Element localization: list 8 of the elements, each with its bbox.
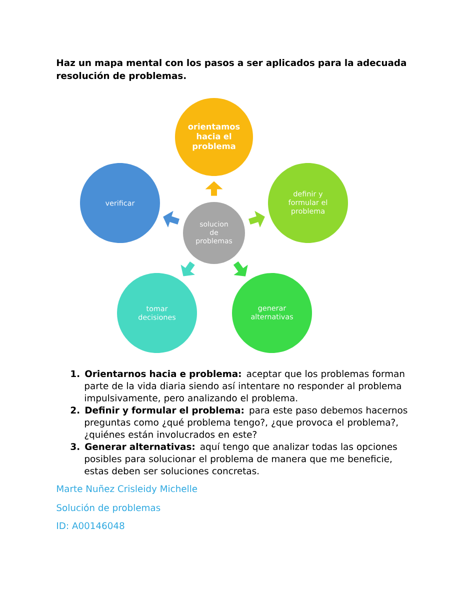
subject-line: Solución de problemas — [56, 504, 160, 513]
id-line: ID: A00146048 — [57, 522, 124, 530]
list-item: 2. Definir y formular el problema: para este paso debemos hacernos preguntas como ¿qué problema tengo?, ¿que provoca el problema?, ¿quiénes están involucrados en este? — [70, 406, 408, 440]
author-line: Marte Nuñez Crisleidy Michelle — [57, 484, 198, 494]
title: Haz un mapa mental con los pasos a ser aplicados para la adecuada resolución de problemas. — [56, 59, 406, 81]
list-item: 1. Orientarnos hacia e problema: aceptar que los problemas forman parte de la vida diaria siendo así intentare no responder al problema impulsivamente, pero analizando el problema. — [71, 370, 404, 404]
block-arrow — [233, 261, 248, 276]
list-item: 3. Generar alternativas: aquí tengo que analizar todas las opciones posibles para solucionar el problema de manera que me beneficie, estas deben ser soluciones concretas. — [70, 442, 397, 474]
